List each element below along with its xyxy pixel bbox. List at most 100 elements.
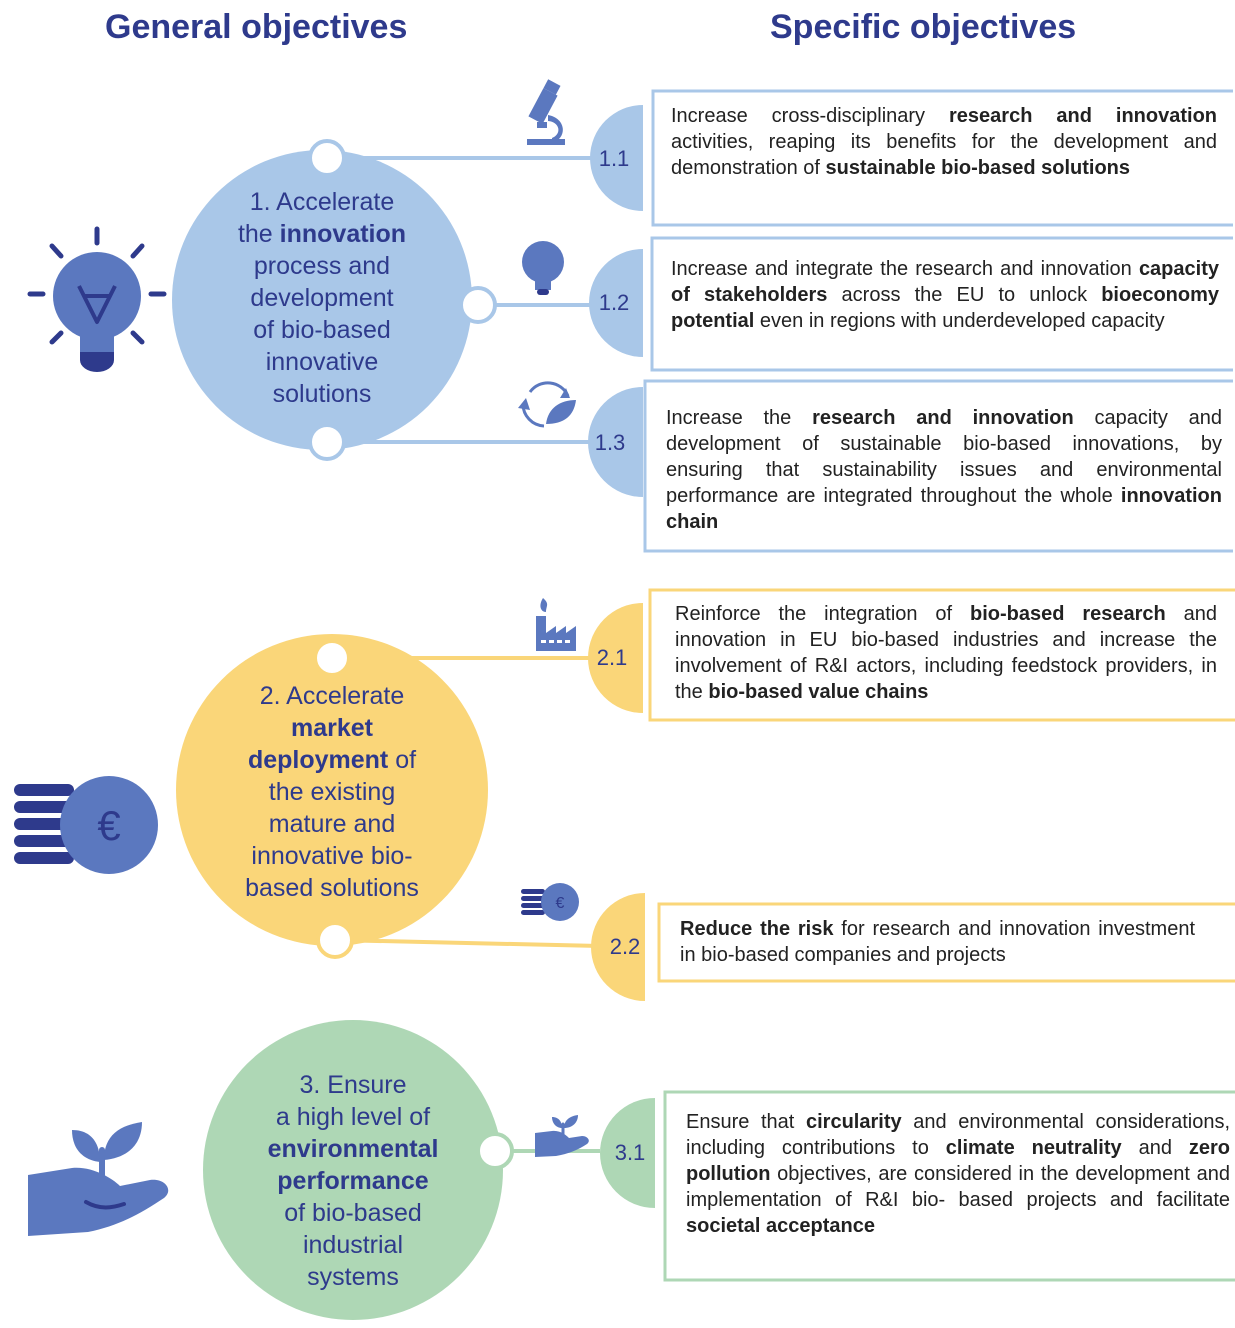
circle-text-line: process and xyxy=(207,250,437,282)
general-objective-3: 3. Ensure a high level of environmental per… xyxy=(243,1069,463,1293)
text: mature and xyxy=(268,810,396,838)
bold-text: climate neutrality xyxy=(945,1137,1122,1159)
circle-text-line: a high level of xyxy=(243,1101,463,1133)
svg-text:€: € xyxy=(556,895,565,912)
bold-text: bioeconomy potential xyxy=(671,284,1219,332)
circle-text-line: innovative xyxy=(207,346,437,378)
circle-text-line: 3. Ensure xyxy=(243,1069,463,1101)
text: a high level of xyxy=(275,1103,431,1131)
specific-objectives-heading: Specific objectives xyxy=(770,8,1077,46)
specific-objective-3-1-text: Ensure that circularity and environmenta… xyxy=(686,1109,1230,1239)
specific-objective-2-2-text: Reduce the risk for research and innovat… xyxy=(680,916,1195,968)
box-border-2-1 xyxy=(648,588,1235,722)
circle-text-line: solutions xyxy=(207,378,437,410)
circle-text-line: development xyxy=(207,282,437,314)
box-border-2-2 xyxy=(657,902,1235,983)
text: Reinforce the integration of xyxy=(675,603,970,625)
text: development xyxy=(250,284,394,312)
text: innovative bio- xyxy=(251,842,413,870)
hand-sprout-icon xyxy=(28,1122,169,1236)
text: 3. Ensure xyxy=(299,1071,407,1099)
circle-text-line: the innovation xyxy=(207,218,437,250)
specific-marker-2-1 xyxy=(588,603,643,713)
box-border-3-1 xyxy=(663,1090,1235,1282)
bold-text: sustainable bio-based solutions xyxy=(825,157,1131,179)
bold-text: bio-based value chains xyxy=(708,681,929,703)
text: solutions xyxy=(272,380,372,408)
text: based solutions xyxy=(245,874,419,902)
text: even in regions with underdeveloped capa… xyxy=(754,310,1165,332)
connector-dot xyxy=(308,139,346,177)
bold-text: innovation chain xyxy=(666,485,1222,533)
text: 1. Accelerate xyxy=(249,188,395,216)
text: the existing xyxy=(268,778,396,806)
specific-objective-number: 2.1 xyxy=(596,645,628,670)
bold-text: innovation xyxy=(279,220,407,248)
text: 2. Accelerate xyxy=(259,682,405,710)
connector-2-2 xyxy=(334,938,601,948)
text: systems xyxy=(307,1263,399,1291)
circle-text-line: of bio-based xyxy=(207,314,437,346)
bold-text: zero pollution xyxy=(686,1137,1230,1185)
box-border-1-3 xyxy=(643,379,1233,553)
text: and environmental considerations, includ… xyxy=(686,1111,1231,1159)
text: innovative xyxy=(265,348,379,376)
text: and innovation in EU bio-based industrie… xyxy=(675,603,1217,703)
connector-dot xyxy=(313,639,351,677)
text: and xyxy=(1121,1137,1189,1159)
circle-text-line: of bio-based xyxy=(243,1197,463,1229)
hand-sprout-small-icon xyxy=(535,1115,589,1157)
text: Increase and integrate the research and … xyxy=(671,258,1139,280)
objective-group-3 xyxy=(203,1020,1235,1320)
bold-text: bio-based research xyxy=(970,603,1166,625)
bulb-icon xyxy=(522,241,564,295)
general-objective-3-circle xyxy=(203,1020,503,1320)
circle-text-line: mature and xyxy=(212,808,452,840)
specific-objective-1-2-text: Increase and integrate the research and … xyxy=(671,256,1219,334)
text: objectives, are considered in the develo… xyxy=(686,1163,1230,1211)
bold-text: capacity of stakeholders xyxy=(671,258,1219,306)
specific-marker-1-2 xyxy=(589,249,643,357)
circle-text-line: 2. Accelerate xyxy=(212,680,452,712)
specific-marker-2-2 xyxy=(591,893,645,1001)
specific-objective-number: 1.3 xyxy=(594,430,626,455)
text: Increase cross-disciplinary xyxy=(671,105,950,127)
text: Increase the xyxy=(666,407,813,429)
specific-marker-1-1 xyxy=(590,105,643,211)
circle-text-line: environmental xyxy=(243,1133,463,1165)
bold-text: performance xyxy=(277,1167,429,1195)
text: of bio-based xyxy=(253,316,391,344)
box-border-1-2 xyxy=(650,236,1233,372)
specific-objective-1-3-text: Increase the research and innovation cap… xyxy=(666,405,1222,535)
text: capacity and development of sustainable … xyxy=(666,407,1223,507)
general-objective-2-circle xyxy=(176,634,488,946)
connector-dot xyxy=(459,286,497,324)
bold-text: market xyxy=(291,714,373,742)
text: for research and innovation investment i… xyxy=(680,918,1195,966)
specific-objective-1-1-text: Increase cross-disciplinary research and… xyxy=(671,103,1217,181)
specific-marker-3-1 xyxy=(600,1098,655,1208)
circle-text-line: based solutions xyxy=(212,872,452,904)
connector-dot xyxy=(308,423,346,461)
svg-text:€: € xyxy=(97,802,120,849)
bold-text: deployment xyxy=(247,746,389,774)
bold-text: Reduce the risk xyxy=(680,918,834,940)
circle-text-line: systems xyxy=(243,1261,463,1293)
bold-text: environmental xyxy=(267,1135,439,1163)
specific-objective-number: 3.1 xyxy=(614,1140,646,1165)
lightbulb-icon xyxy=(27,226,167,372)
circle-text-line: market xyxy=(212,712,452,744)
recycle-leaf-icon xyxy=(518,381,576,428)
general-objective-1-circle xyxy=(172,150,472,450)
circle-text-line: deployment of xyxy=(212,744,452,776)
box-border-1-1 xyxy=(651,89,1233,227)
specific-marker-1-3 xyxy=(588,387,643,497)
circle-text-line: innovative bio- xyxy=(212,840,452,872)
text: activities, reaping its benefits for the… xyxy=(671,131,1217,179)
connector-dot xyxy=(316,921,354,959)
text: Ensure that xyxy=(686,1111,806,1133)
text: industrial xyxy=(302,1231,404,1259)
specific-objective-number: 1.1 xyxy=(598,146,630,171)
